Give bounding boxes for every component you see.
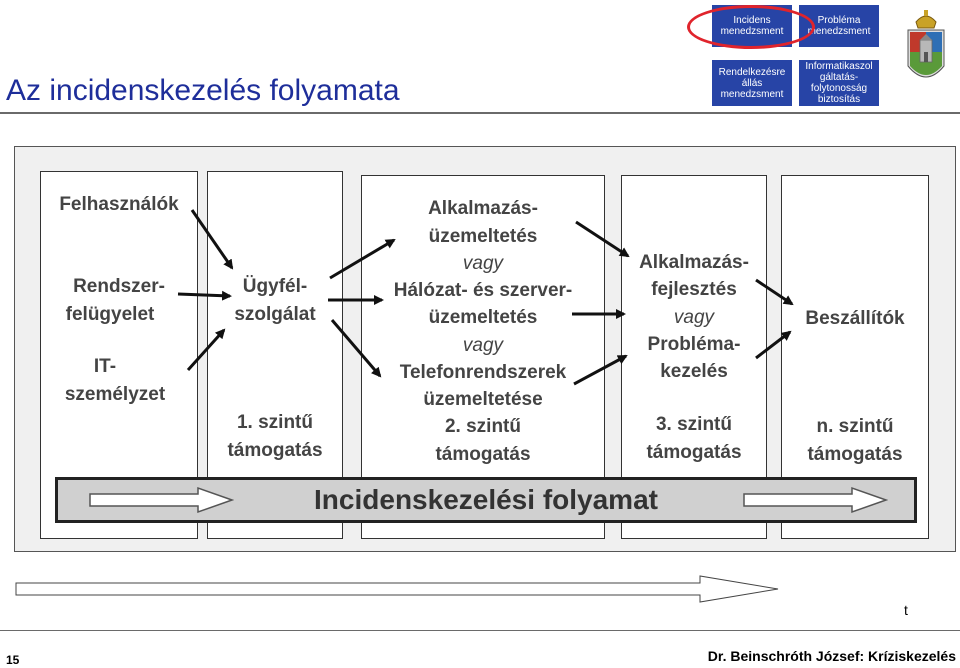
process-diagram: Felhasználók Rendszer- felügyelet IT- sz… [14, 146, 956, 552]
level2-item-line: üzemeltetés [428, 307, 538, 328]
nav-rendelkezesre-allas-menedzsment[interactable]: Rendelkezésre állás menedzsment [712, 60, 792, 106]
nav-label-line: állás [741, 77, 763, 89]
process-bar-arrow-right [743, 486, 888, 514]
nav-folytonossag-biztositas[interactable]: Informatikaszol gáltatás- folytonosság b… [799, 60, 879, 106]
university-crest-logo [907, 10, 945, 78]
level2-or-separator: vagy [462, 253, 504, 274]
arrow-helpdesk-to-applications [329, 238, 396, 280]
level2-item-line: Alkalmazás- [428, 198, 538, 219]
page-number: 15 [6, 653, 20, 667]
nav-label-line: menedzsment [807, 26, 871, 37]
source-users: Felhasználók [59, 194, 179, 215]
current-section-highlight [687, 5, 815, 49]
footer-divider [0, 630, 960, 631]
arrow-appdev-to-suppliers [755, 278, 794, 306]
nav-label-line: Probléma [817, 15, 861, 26]
source-it-staff-line2: személyzet [64, 384, 166, 405]
level2-item-line: üzemeltetése [423, 389, 543, 410]
nav-label-line: gáltatás- [819, 72, 859, 83]
arrow-helpdesk-to-telephony [330, 319, 382, 378]
arrow-monitoring-to-helpdesk [177, 290, 232, 301]
source-monitoring-line2: felügyelet [65, 304, 155, 325]
leveln-label-line2: támogatás [807, 444, 903, 465]
level2-or-separator: vagy [462, 335, 504, 356]
page-title: Az incidenskezelés folyamata [6, 74, 400, 107]
suppliers-label: Beszállítók [805, 308, 905, 329]
arrow-users-to-helpdesk [190, 209, 234, 270]
helpdesk-line2: szolgálat [234, 304, 316, 325]
process-bar-label: Incidenskezelési folyamat [314, 484, 658, 515]
process-bar: Incidenskezelési folyamat [55, 477, 917, 523]
timeline-label: t [904, 602, 908, 618]
timeline-arrow [15, 575, 779, 603]
level3-item-line: kezelés [660, 361, 728, 382]
level3-item-line: fejlesztés [651, 279, 737, 300]
level3-label-line1: 3. szintű [655, 414, 732, 435]
level2-label-line2: támogatás [435, 444, 531, 465]
level3-item-line: Probléma- [647, 334, 741, 355]
nav-label-line: Informatikaszol [805, 61, 873, 72]
level3-label-line2: támogatás [646, 442, 742, 463]
level3-or-separator: vagy [673, 307, 715, 328]
nav-label-line: Rendelkezésre [718, 66, 786, 78]
arrow-level2-to-problem [573, 354, 628, 386]
level2-item-line: Hálózat- és szerver- [393, 280, 573, 301]
arrow-level2-to-appdev [575, 220, 630, 258]
footer-author: Dr. Beinschróth József: Kríziskezelés [707, 648, 956, 664]
level2-label-line1: 2. szintű [444, 416, 521, 437]
arrow-itstaff-to-helpdesk [186, 328, 226, 372]
nav-problema-menedzsment[interactable]: Probléma menedzsment [799, 5, 879, 47]
helpdesk-line1: Ügyfél- [242, 276, 308, 297]
source-it-staff-line1: IT- [93, 356, 117, 377]
arrow-problem-to-suppliers [755, 330, 792, 360]
process-bar-arrow-left [89, 486, 234, 514]
level1-label-line2: támogatás [227, 440, 323, 461]
level3-item-line: Alkalmazás- [639, 252, 749, 273]
source-monitoring-line1: Rendszer- [73, 276, 165, 297]
leveln-label-line1: n. szintű [816, 416, 894, 437]
nav-label-line: menedzsment [720, 88, 784, 100]
level1-label-line1: 1. szintű [236, 412, 313, 433]
level2-item-line: Telefonrendszerek [399, 362, 567, 383]
nav-label-line: biztosítás [817, 94, 861, 105]
header-divider [0, 112, 960, 114]
level2-item-line: üzemeltetés [428, 226, 538, 247]
nav-label-line: folytonosság [810, 83, 868, 94]
